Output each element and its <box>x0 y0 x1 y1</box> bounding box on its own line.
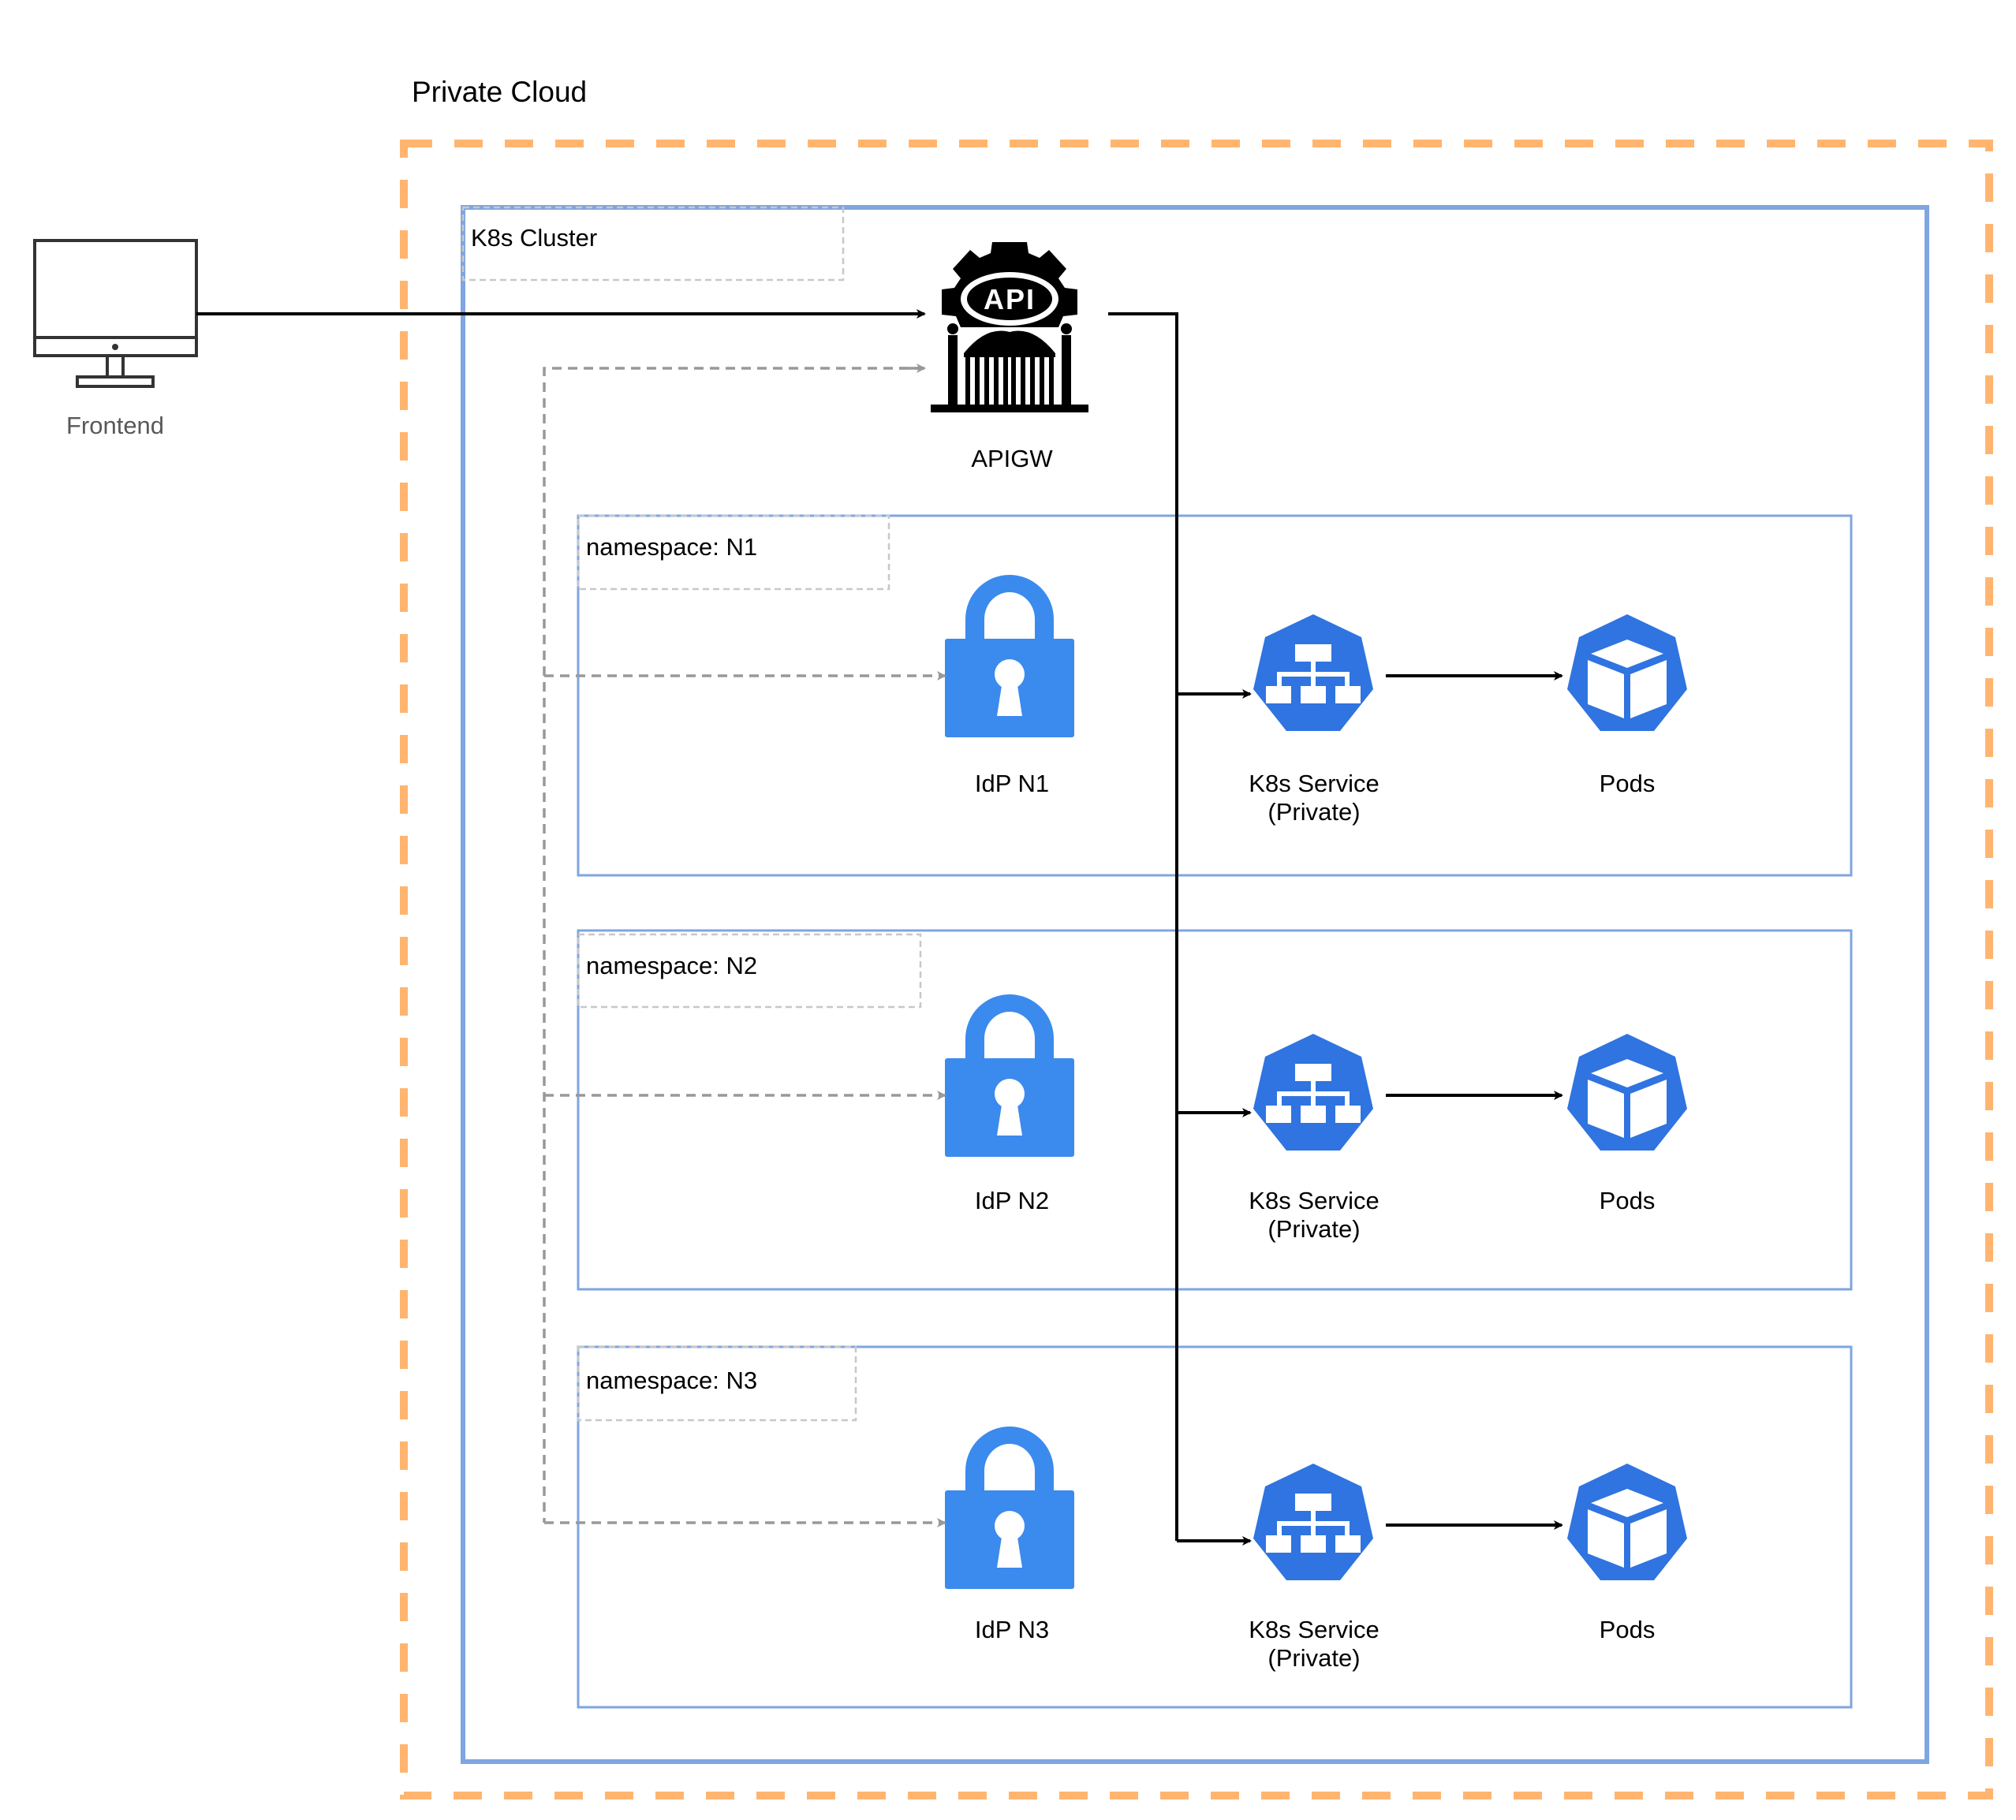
apigw-badge-text: API <box>984 283 1036 315</box>
k8s-pod-icon <box>1567 614 1687 731</box>
k8s-service-icon <box>1253 1034 1373 1151</box>
k8s-service-icon <box>1253 1464 1373 1580</box>
apigw-label: APIGW <box>971 445 1053 472</box>
lock-icon <box>945 994 1074 1157</box>
frontend-label: Frontend <box>65 412 165 439</box>
pods-n3-label: Pods <box>1599 1616 1656 1643</box>
monitor-icon <box>33 239 198 388</box>
namespace-n2-label-box <box>577 933 922 1009</box>
service-n3-label-line2: (Private) <box>1267 1643 1361 1672</box>
service-n1-label-line1: K8s Service <box>1249 770 1379 797</box>
namespace-n3-boundary <box>577 1345 1853 1709</box>
k8s-pod-icon <box>1567 1464 1687 1580</box>
service-n2-label: K8s Service (Private) <box>1249 1187 1379 1243</box>
service-n2-label-line2: (Private) <box>1267 1214 1361 1243</box>
k8s-cluster-boundary <box>461 205 1929 1764</box>
lock-icon <box>945 1427 1074 1589</box>
namespace-n3-label-box <box>577 1345 857 1422</box>
namespace-n1-boundary <box>577 514 1853 877</box>
service-n3-label: K8s Service (Private) <box>1249 1616 1379 1672</box>
idp-n3-label: IdP N3 <box>974 1616 1050 1643</box>
edge-apigw-trunk <box>1108 312 1178 1541</box>
idp-n1-label: IdP N1 <box>974 770 1050 797</box>
private-cloud-title: Private Cloud <box>412 76 588 108</box>
service-n1-label: K8s Service (Private) <box>1249 770 1379 826</box>
namespace-n2-title: namespace: N2 <box>586 952 758 979</box>
namespace-n1-label-box <box>577 514 890 591</box>
edge-idp-trunk <box>543 367 924 1523</box>
pods-n1-label: Pods <box>1599 770 1656 797</box>
k8s-pod-icon <box>1567 1034 1687 1151</box>
namespace-n3-title: namespace: N3 <box>586 1367 758 1394</box>
lock-icon <box>945 575 1074 737</box>
service-n1-label-line2: (Private) <box>1267 797 1361 826</box>
k8s-cluster-title: K8s Cluster <box>471 224 598 252</box>
namespace-n1-title: namespace: N1 <box>586 533 758 561</box>
k8s-cluster-label-box <box>461 206 845 282</box>
api-gateway-icon: API <box>931 242 1088 412</box>
k8s-service-icon <box>1253 614 1373 731</box>
namespace-n2-boundary <box>577 929 1853 1291</box>
idp-n2-label: IdP N2 <box>974 1187 1050 1214</box>
pods-n2-label: Pods <box>1599 1187 1656 1214</box>
service-n2-label-line1: K8s Service <box>1249 1187 1379 1214</box>
service-n3-label-line1: K8s Service <box>1249 1616 1379 1643</box>
